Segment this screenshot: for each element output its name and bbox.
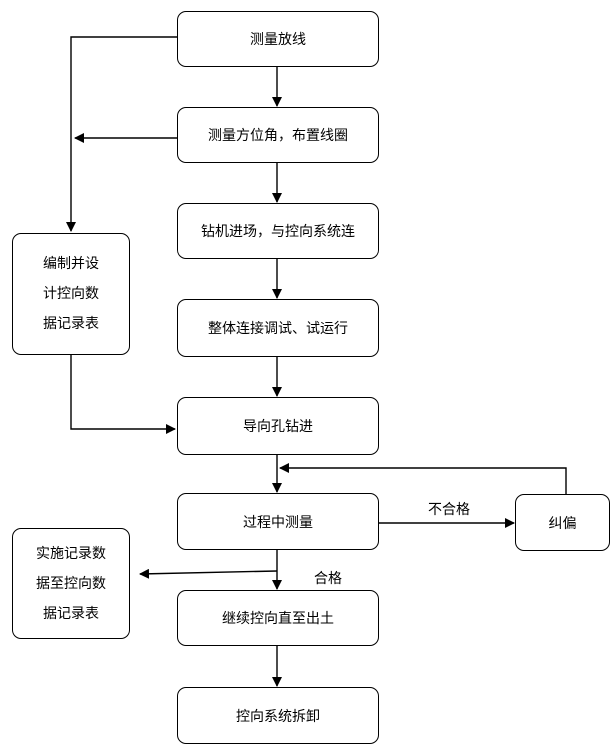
arrow-step1-to-design-table — [66, 36, 177, 232]
label-pass: 合格 — [314, 571, 342, 587]
label-fail: 不合格 — [428, 502, 470, 518]
step-survey-layout: 测量放线 — [177, 11, 379, 67]
arrow-design-table-to-step5 — [70, 355, 176, 434]
step-process-measurement: 过程中测量 — [177, 493, 379, 550]
step-measure-azimuth: 测量方位角，布置线圈 — [177, 107, 379, 163]
step-rig-entry: 钻机进场，与控向系统连 — [177, 203, 379, 259]
step-pilot-drilling: 导向孔钻进 — [177, 397, 379, 455]
design-table-line-1: 编制并设 — [43, 256, 99, 272]
record-table-line-1: 实施记录数 — [36, 545, 106, 562]
record-table-line-2: 据至控向数 — [36, 575, 106, 592]
step-continue-steering: 继续控向直至出土 — [177, 590, 379, 646]
arrow-correction-back — [279, 463, 567, 494]
box-correction: 纠偏 — [515, 494, 610, 551]
design-table-line-3: 据记录表 — [43, 316, 99, 332]
arrow-pass-to-record-table — [139, 568, 278, 579]
record-table-line-3: 据记录表 — [43, 605, 99, 622]
step-debug-trial: 整体连接调试、试运行 — [177, 299, 379, 357]
step-dismantle-system: 控向系统拆卸 — [177, 687, 379, 744]
box-record-table: 实施记录数 据至控向数 据记录表 — [12, 528, 130, 639]
box-design-table: 编制并设 计控向数 据记录表 — [12, 233, 130, 355]
design-table-line-2: 计控向数 — [43, 286, 99, 302]
